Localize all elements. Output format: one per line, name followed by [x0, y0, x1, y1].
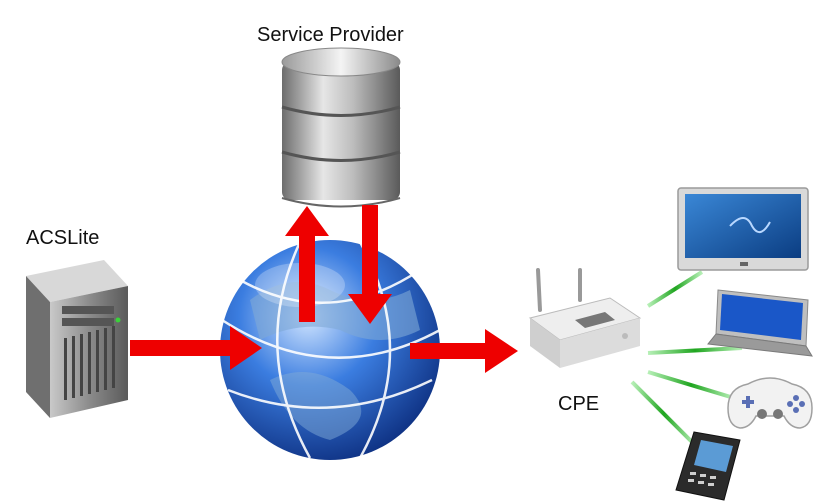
tv-icon — [677, 187, 809, 271]
gamepad-icon — [727, 377, 813, 429]
service-provider-label: Service Provider — [257, 24, 404, 46]
phone-icon — [675, 431, 741, 501]
router-icon — [528, 268, 642, 368]
link-tv — [646, 270, 704, 308]
acslite-label: ACSLite — [26, 227, 100, 249]
arrow-globe-to-provider — [285, 206, 329, 322]
link-phone — [630, 380, 698, 448]
tower-server-icon — [26, 260, 128, 418]
database-icon — [281, 47, 401, 208]
link-laptop — [647, 346, 743, 355]
laptop-icon — [707, 289, 813, 357]
arrow-provider-to-globe — [348, 205, 392, 324]
cpe-label: CPE — [558, 393, 600, 415]
link-gamepad — [647, 370, 735, 400]
arrow-acs-to-globe — [130, 326, 262, 370]
arrow-globe-to-cpe — [410, 329, 518, 373]
